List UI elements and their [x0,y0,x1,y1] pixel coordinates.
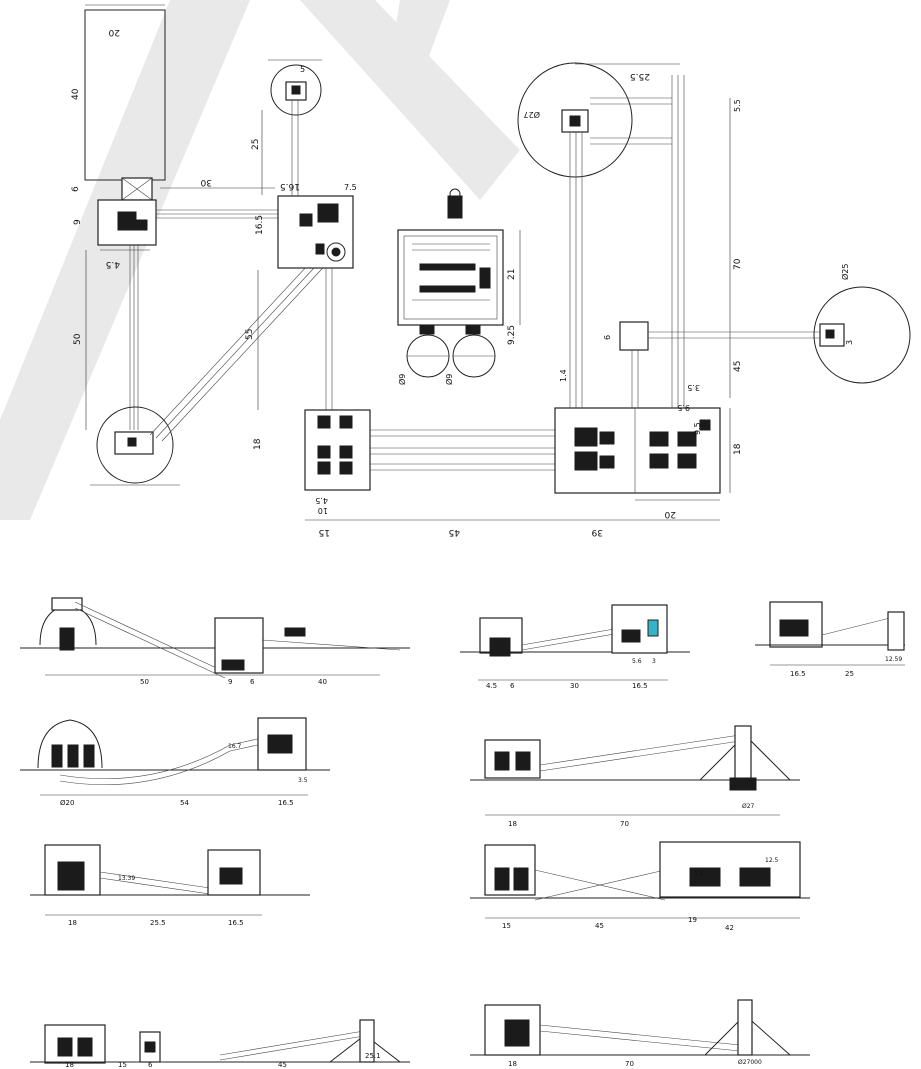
dim-label: 3.5 [298,777,308,784]
dim-label: 15 [118,1061,127,1069]
dim-label: 15 [319,527,330,537]
dim-label: 45 [278,1061,287,1069]
dim-label: 20 [108,27,120,37]
dim-label: 12.59 [885,656,902,663]
dim-label: Ø20 [60,799,74,807]
dim-label: Ø25 [840,264,850,280]
dim-label: 16.5 [278,799,294,807]
section-7: 15 45 19 42 12.5 1.2 [470,841,810,932]
dim-label: 5.6 [632,658,642,665]
dim-label: 9.5 [677,403,690,412]
section-4: Ø20 54 16.5 3.5 16.7 [20,717,330,807]
dim-label: Ø9 [444,374,454,385]
dim-label: 45 [595,922,604,930]
dim-label: 16.5 [255,215,265,235]
tertiary-crusher-building [304,409,371,491]
dim-label: 45 [449,527,460,537]
dim-label: 50 [73,333,83,345]
dim-label: 40 [71,88,81,100]
dim-label: 3 [845,340,854,345]
dim-label: 21 [507,269,517,280]
dim-label: 30 [570,682,579,690]
dim-label: 12.5 [765,857,779,864]
dim-label: 1.4 [559,369,568,382]
dim-label: Ø9 [397,374,407,385]
dim-label: 19 [688,916,697,924]
dim-label: 40 [318,678,327,686]
section-5: 18 70 Ø27 [470,725,800,828]
dim-label: 4.5 [315,496,328,505]
dim-label: 25.1 [365,1052,381,1060]
dim-label: 3.5 [687,383,700,392]
dim-label: 5.5 [733,99,742,112]
watermark-bands [0,0,520,520]
dim-label: 16.7 [228,743,242,750]
dim-label: 18 [65,1061,74,1069]
dim-label: 16.5 [228,919,244,927]
dim-label: 54 [180,799,189,807]
dim-label: 18 [508,1060,517,1068]
dim-label: 9 [228,678,232,686]
dim-label: 39 [591,527,603,537]
dim-label: 7.5 [344,183,357,192]
dim-label: 4.5 [486,682,497,690]
section-6: 18 25.5 16.5 13.39 [30,844,310,927]
circular-stockpile [96,406,174,484]
dim-label: 18 [508,820,517,828]
section-9: 18 70 Ø27000 [470,999,810,1068]
dim-label: 20 [664,509,676,519]
dim-label: 30 [200,177,212,187]
dim-label: Ø27 [742,803,755,810]
transfer-station [619,321,649,351]
product-stockpile-circle [813,286,911,384]
dim-label: 6 [603,335,612,340]
dim-label: 3 [652,658,656,665]
finished-product-circle [517,62,633,178]
dim-label: 18 [253,438,263,450]
dim-label: 42 [725,924,734,932]
dim-label: 18 [68,919,77,927]
section-3: 16.5 25 12.59 [755,601,905,678]
section-views: 50 9 6 40 4.5 6 30 16.5 5.6 3 [20,597,905,1069]
section-8: 18 15 6 45 25.1 [30,1019,410,1069]
dim-label: 70 [733,258,743,270]
dim-label: 18 [733,443,743,455]
secondary-crusher-building [277,195,354,269]
dim-label: Ø27 [524,110,540,120]
dim-label: 13.39 [118,875,135,882]
dim-label: 6 [510,682,515,690]
dim-label: 45 [733,361,743,372]
dim-label: 25 [845,670,854,678]
dim-label: 15 [502,922,511,930]
main-plant-building [554,407,721,494]
section-1: 50 9 6 40 [20,597,410,686]
dim-label: 25.5 [150,919,166,927]
distribution-circle [270,64,322,116]
dim-label: 6 [71,186,81,192]
dim-label: 70 [620,820,629,828]
dim-label: 4.5 [106,259,120,269]
plan-view: 20 40 6 9 4.5 30 50 [71,4,911,537]
dim-label: 9.5 [693,422,702,435]
dim-label: 1.2 [694,870,704,877]
dim-label: 50 [140,678,149,686]
dim-label: 25.5 [630,71,650,81]
section-2: 4.5 6 30 16.5 5.6 3 [460,604,690,690]
dim-label: 9 [73,219,83,225]
dim-label: 6 [148,1061,153,1069]
dim-label: 25 [251,139,261,150]
dim-label: Ø27000 [738,1059,762,1066]
dim-label: 70 [625,1060,634,1068]
dim-label: 16.5 [632,682,648,690]
dim-label: 16.5 [280,181,300,191]
dim-label: 16.5 [790,670,806,678]
dim-label: 6 [250,678,255,686]
dim-label: 5 [300,65,305,74]
dim-label: 55 [245,329,255,340]
dim-label: 10 [318,506,328,515]
dim-label: 9.25 [507,325,517,345]
